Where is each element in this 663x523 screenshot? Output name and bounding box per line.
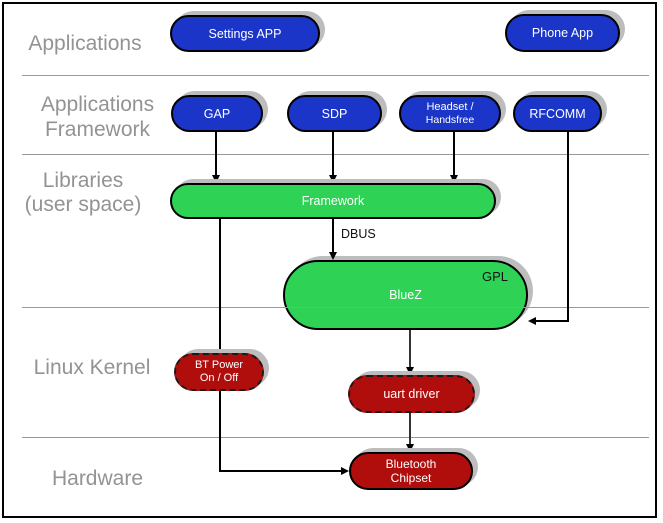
node-gap: GAP	[171, 95, 263, 132]
connector-gap-to-framework	[215, 132, 217, 176]
node-bluetooth-chipset-line1: Bluetooth	[385, 457, 437, 471]
layer-label-libraries: Libraries (user space)	[24, 169, 142, 216]
arrowhead-btpower-to-chipset	[341, 467, 349, 475]
node-headset-handsfree: Headset / Handsfree	[399, 95, 501, 132]
node-framework-label: Framework	[301, 194, 365, 208]
arrowhead-rfcomm-to-bluez	[528, 317, 536, 325]
node-bluez-label: BlueZ	[389, 288, 422, 302]
node-bt-power: BT Power On / Off	[174, 353, 264, 391]
node-uart-driver-label: uart driver	[383, 387, 440, 401]
divider-framework-libraries	[22, 154, 649, 155]
connector-uart-to-chipset	[409, 413, 411, 444]
node-sdp: SDP	[287, 95, 382, 132]
node-settings-app: Settings APP	[170, 15, 320, 52]
arrowhead-bluez-to-uart	[406, 367, 414, 375]
connector-framework-to-bluez	[332, 219, 334, 252]
node-bluez: BlueZ GPL	[283, 260, 528, 330]
connector-rfcomm-to-bluez	[536, 320, 569, 322]
divider-libraries-kernel	[22, 307, 649, 308]
connector-sdp-to-framework	[332, 132, 334, 176]
node-bt-power-line2: On / Off	[199, 372, 239, 384]
node-bluetooth-chipset-line2: Chipset	[390, 471, 432, 485]
node-bluetooth-chipset: Bluetooth Chipset	[349, 452, 473, 490]
node-phone-app-label: Phone App	[531, 26, 594, 40]
node-settings-app-label: Settings APP	[208, 26, 282, 41]
diagram-border-frame	[2, 2, 657, 518]
connector-rfcomm-vertical	[567, 132, 569, 322]
connector-headset-to-framework	[453, 132, 455, 176]
license-label-gpl: GPL	[481, 269, 508, 284]
divider-kernel-hardware	[22, 437, 649, 438]
layer-label-hardware: Hardware	[51, 467, 144, 490]
node-framework: Framework	[170, 183, 496, 219]
node-rfcomm-label: RFCOMM	[529, 106, 586, 121]
node-headset-line1: Headset /	[426, 101, 474, 113]
node-gap-label: GAP	[203, 106, 231, 121]
node-bt-power-line1: BT Power	[194, 359, 244, 371]
edge-label-dbus: DBUS	[341, 227, 376, 241]
arrowhead-headset-to-framework	[450, 175, 458, 183]
arrowhead-sdp-to-framework	[329, 175, 337, 183]
node-phone-app: Phone App	[505, 14, 620, 52]
arrowhead-uart-to-chipset	[406, 444, 414, 452]
layer-label-linux-kernel: Linux Kernel	[33, 356, 151, 379]
layer-label-applications-framework: Applications Framework	[40, 93, 155, 141]
node-headset-line2: Handsfree	[425, 114, 475, 126]
arrowhead-gap-to-framework	[212, 175, 220, 183]
connector-framework-btpower-vertical	[219, 219, 221, 472]
divider-applications-framework	[22, 75, 649, 76]
arrowhead-framework-to-bluez	[329, 252, 337, 260]
node-sdp-label: SDP	[321, 106, 348, 121]
node-rfcomm: RFCOMM	[513, 95, 602, 132]
layer-label-applications: Applications	[28, 32, 142, 55]
connector-btpower-to-chipset	[219, 470, 341, 472]
node-uart-driver: uart driver	[348, 375, 475, 413]
connector-bluez-to-uart	[409, 330, 411, 367]
